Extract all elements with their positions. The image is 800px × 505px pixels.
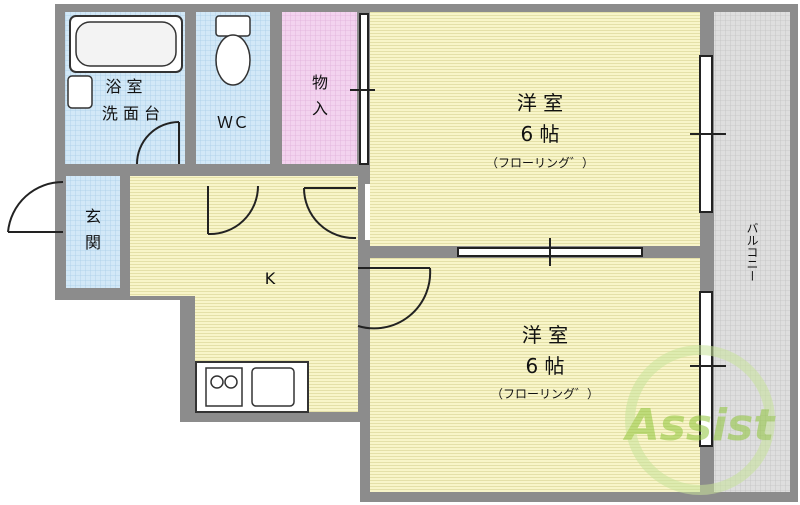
entrance-floor xyxy=(66,176,120,288)
entrance-label-1: 玄 xyxy=(85,207,101,226)
assist-watermark-logo: Assist xyxy=(623,345,777,495)
western-room-1-floor xyxy=(370,12,700,246)
toilet xyxy=(215,15,251,86)
kitchen-counter xyxy=(195,361,309,413)
sliding-doors xyxy=(350,13,726,447)
balcony-floor xyxy=(714,12,790,492)
wc-label: ＷＣ xyxy=(217,113,249,132)
western-room-1-floor: （フローリング゛） xyxy=(486,156,594,170)
doors xyxy=(7,121,432,330)
storage-floor xyxy=(282,12,357,164)
svg-text:Assist: Assist xyxy=(623,400,777,451)
storage-label-2: 入 xyxy=(312,99,328,118)
western-room-1-name: 洋 室 xyxy=(517,91,563,115)
balcony-label: バルコニー xyxy=(745,222,759,282)
kitchen-floor xyxy=(130,176,358,296)
storage-label-1: 物 xyxy=(312,73,328,92)
wash-basin-label: 洗 面 台 xyxy=(102,104,160,123)
wash-basin xyxy=(67,75,93,109)
bathroom-label: 浴 室 xyxy=(105,77,142,96)
entrance-label-2: 関 xyxy=(85,233,101,252)
kitchen-label: K xyxy=(265,269,276,288)
western-room-2-size: 6 帖 xyxy=(525,354,564,378)
western-room-2-floor: （フローリング゛） xyxy=(491,387,599,401)
western-room-2-name: 洋 室 xyxy=(522,323,568,347)
western-room-1-size: 6 帖 xyxy=(520,122,559,146)
